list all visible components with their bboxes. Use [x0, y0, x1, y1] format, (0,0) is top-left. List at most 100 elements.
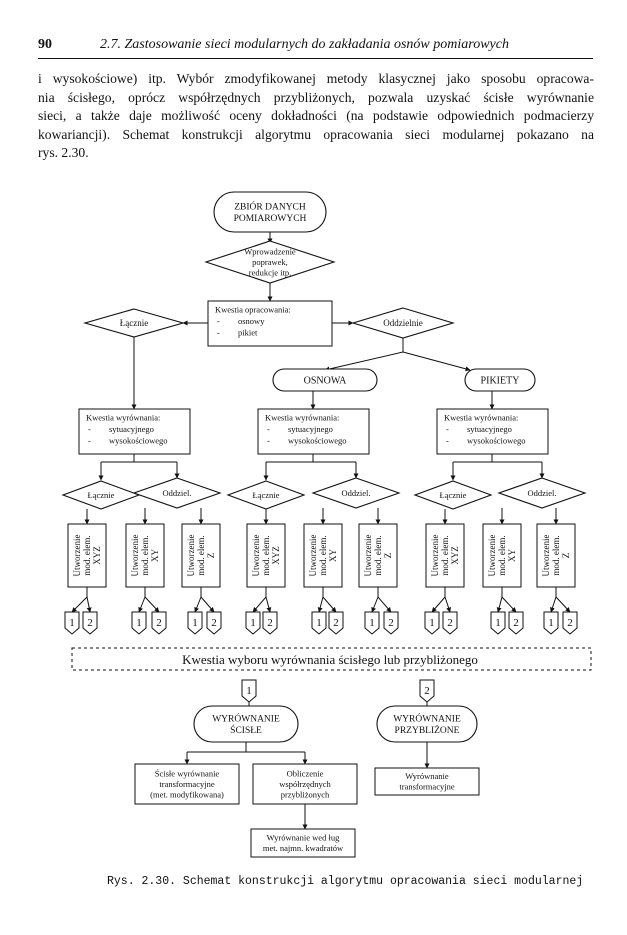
flow-line [252, 596, 267, 613]
flow-line [317, 596, 324, 613]
flow-line [86, 596, 92, 613]
diagram-text: Kwestia wyrównania: [444, 413, 518, 423]
diagram-text: OSNOWA [304, 376, 348, 387]
paragraph-line: rys. 2.30. [38, 145, 89, 160]
node-choice-bar: Kwestia wyboru wyrównania ścisłego lub p… [71, 647, 592, 671]
diagram-text: Utworzenie [186, 535, 196, 577]
decision-shape [311, 477, 401, 509]
flow-line [431, 596, 446, 613]
offpage-connector: 1 [311, 611, 327, 635]
diagram-text: transformacyjne [159, 779, 214, 789]
diagram-text: 1 [246, 685, 252, 697]
diagram-text: 1 [495, 617, 501, 629]
diagram-text: redukcje itp. [249, 267, 291, 277]
diagram-text: Kwestia wyrównania: [265, 413, 339, 423]
connector-shape [245, 611, 261, 635]
diagram-text: mod. elem. [261, 535, 271, 575]
node-question-adjust: Kwestia wyrównania:-sytuacyjnego-wysokoś… [257, 408, 370, 455]
offpage-connector: 2 [206, 611, 222, 635]
flow-line [71, 596, 88, 613]
terminator-shape [272, 368, 378, 392]
process-shape [78, 408, 191, 455]
connector-shape [151, 611, 167, 635]
offpage-connector: 2 [419, 679, 435, 703]
process-shape [252, 763, 358, 805]
node-pikiety: PIKIETY [464, 368, 536, 392]
diagram-text: ZBIÓR DANYCH [234, 201, 306, 213]
connector-shape [508, 611, 524, 635]
connector-shape [562, 611, 578, 635]
diagram-text: 1 [250, 617, 256, 629]
diagram-text: 1 [136, 617, 142, 629]
flow-line [377, 596, 392, 613]
diagram-text: Wyrównanie wed ług [267, 833, 340, 843]
process-shape [536, 523, 576, 588]
flow-line [138, 596, 146, 613]
node-separate: Oddzielnie [351, 307, 455, 339]
decision-shape [351, 307, 455, 339]
node-joint-short: Łącznie [226, 480, 306, 510]
diagram-text: sytuacyjnego [109, 424, 154, 434]
connector-shape [419, 679, 435, 703]
diagram-text: - [217, 328, 220, 338]
process-shape [67, 523, 107, 588]
diagram-text: mod. elem. [82, 535, 92, 575]
connector-shape [131, 611, 147, 635]
flow-line [496, 596, 503, 613]
offpage-connector: 2 [151, 611, 167, 635]
diagram-text: PIKIETY [481, 376, 520, 387]
diagram-text: Wprowadzenie [244, 246, 296, 256]
diagram-text: Utworzenie [130, 535, 140, 577]
offpage-connector: 2 [82, 611, 98, 635]
offpage-connector: 1 [131, 611, 147, 635]
connector-shape [383, 611, 399, 635]
diagram-text: XYZ [92, 546, 102, 565]
body-paragraph: i wysokościowe) itp. Wybór zmodyfikowane… [38, 70, 594, 163]
process-shape [425, 523, 465, 588]
process-shape [250, 828, 356, 858]
diagram-text: XY [150, 549, 160, 562]
diagram-text: XYZ [271, 546, 281, 565]
diagram-text: POMIAROWYCH [234, 214, 307, 224]
offpage-connector: 1 [187, 611, 203, 635]
diagram-text: WYRÓWNANIE [212, 713, 280, 725]
diagram-text: met. najmn. kwadratów [263, 843, 344, 853]
diagram-text: 2 [567, 617, 573, 629]
node-separate-short: Oddziel. [497, 477, 587, 509]
terminator-shape [376, 705, 478, 743]
flow-line [501, 596, 517, 613]
decision-shape [413, 480, 493, 510]
diagram-text: Utworzenie [363, 535, 373, 577]
process-shape [436, 408, 549, 455]
diagram-text: mod. elem. [551, 535, 561, 575]
offpage-connector: 1 [64, 611, 80, 635]
node-joint: Łącznie [82, 308, 186, 338]
diagram-text: 2 [513, 617, 519, 629]
diagram-text: 1 [548, 617, 554, 629]
offpage-connector: 1 [490, 611, 506, 635]
flow-line [444, 596, 451, 613]
flow-line [144, 596, 160, 613]
diagram-text: Obliczenie [287, 768, 324, 778]
process-shape [257, 408, 370, 455]
process-shape [303, 523, 343, 588]
node-question-processing: Kwestia opracowania:-osnowy-pikiet [207, 300, 333, 347]
diagram-text: Łącznie [253, 490, 280, 500]
offpage-connector: 2 [328, 611, 344, 635]
diagram-text: Z [206, 553, 216, 559]
offpage-connector: 2 [442, 611, 458, 635]
node-joint-short: Łącznie [413, 480, 493, 510]
process-shape [358, 523, 398, 588]
process-shape [181, 523, 221, 588]
connector-shape [241, 679, 257, 703]
flow-line [194, 596, 202, 613]
